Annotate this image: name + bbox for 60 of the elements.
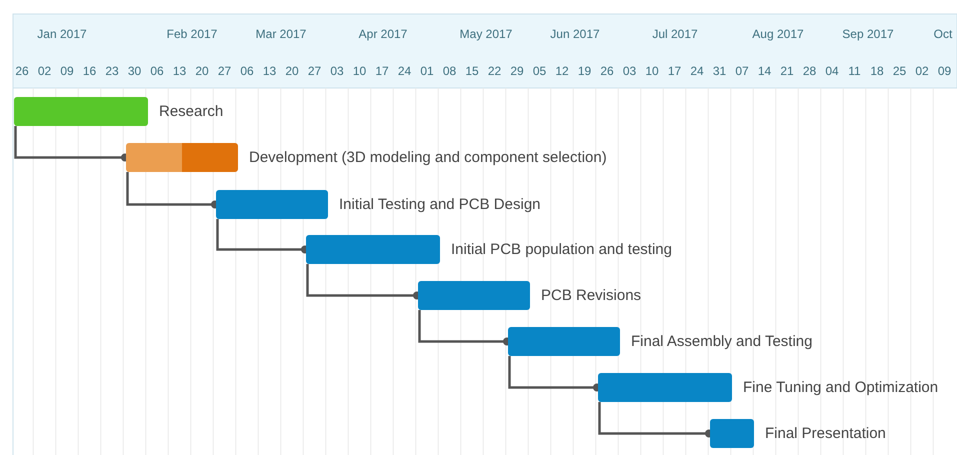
task-label: Fine Tuning and Optimization xyxy=(743,378,938,398)
week-label: 10 xyxy=(645,64,659,78)
week-label: 15 xyxy=(465,64,479,78)
week-label: 03 xyxy=(330,64,344,78)
week-label: 01 xyxy=(420,64,434,78)
week-label: 06 xyxy=(240,64,254,78)
week-label: 02 xyxy=(915,64,929,78)
week-label: 18 xyxy=(870,64,884,78)
week-label: 30 xyxy=(128,64,142,78)
week-label: 14 xyxy=(758,64,772,78)
week-label: 09 xyxy=(938,64,952,78)
week-label: 02 xyxy=(38,64,52,78)
week-label: 29 xyxy=(510,64,524,78)
week-label: 05 xyxy=(532,64,546,78)
week-label: 25 xyxy=(892,64,906,78)
task-label: PCB Revisions xyxy=(541,286,642,306)
week-label: 24 xyxy=(398,64,412,78)
month-label: Jun 2017 xyxy=(550,27,600,41)
week-label: 13 xyxy=(262,64,276,78)
week-label: 17 xyxy=(375,64,389,78)
week-label: 21 xyxy=(780,64,794,78)
week-label: 13 xyxy=(172,64,186,78)
week-label: 08 xyxy=(442,64,456,78)
week-label: 17 xyxy=(668,64,682,78)
week-label: 31 xyxy=(712,64,726,78)
month-label: Jul 2017 xyxy=(652,27,698,41)
week-label: 23 xyxy=(105,64,119,78)
week-label: 07 xyxy=(735,64,749,78)
task-label: Development (3D modeling and component selection) xyxy=(249,148,607,168)
month-label: Aug 2017 xyxy=(752,27,804,41)
week-label: 26 xyxy=(15,64,29,78)
week-label: 11 xyxy=(848,64,861,78)
week-label: 03 xyxy=(622,64,636,78)
task-label: Initial PCB population and testing xyxy=(451,240,672,260)
month-label: Mar 2017 xyxy=(256,27,306,41)
month-label: May 2017 xyxy=(460,27,512,41)
week-label: 10 xyxy=(352,64,366,78)
week-label: 12 xyxy=(555,64,569,78)
week-label: 28 xyxy=(802,64,816,78)
week-label: 22 xyxy=(488,64,502,78)
month-label: Feb 2017 xyxy=(166,27,218,41)
week-label: 27 xyxy=(218,64,232,78)
month-label: Jan 2017 xyxy=(37,27,87,41)
month-label: Oct xyxy=(934,27,952,41)
week-label: 20 xyxy=(195,64,209,78)
month-label: Sep 2017 xyxy=(842,27,894,41)
week-label: 20 xyxy=(285,64,299,78)
week-label: 09 xyxy=(60,64,74,78)
week-label: 04 xyxy=(825,64,839,78)
task-label: Initial Testing and PCB Design xyxy=(339,194,541,214)
week-label: 19 xyxy=(578,64,592,78)
task-label: Final Presentation xyxy=(765,424,886,444)
week-label: 16 xyxy=(82,64,96,78)
week-label: 24 xyxy=(690,64,704,78)
task-label: Final Assembly and Testing xyxy=(631,332,812,352)
month-label: Apr 2017 xyxy=(358,27,408,41)
week-label: 26 xyxy=(600,64,614,78)
week-label: 06 xyxy=(150,64,164,78)
week-label: 27 xyxy=(308,64,322,78)
task-label: Research xyxy=(159,102,224,122)
